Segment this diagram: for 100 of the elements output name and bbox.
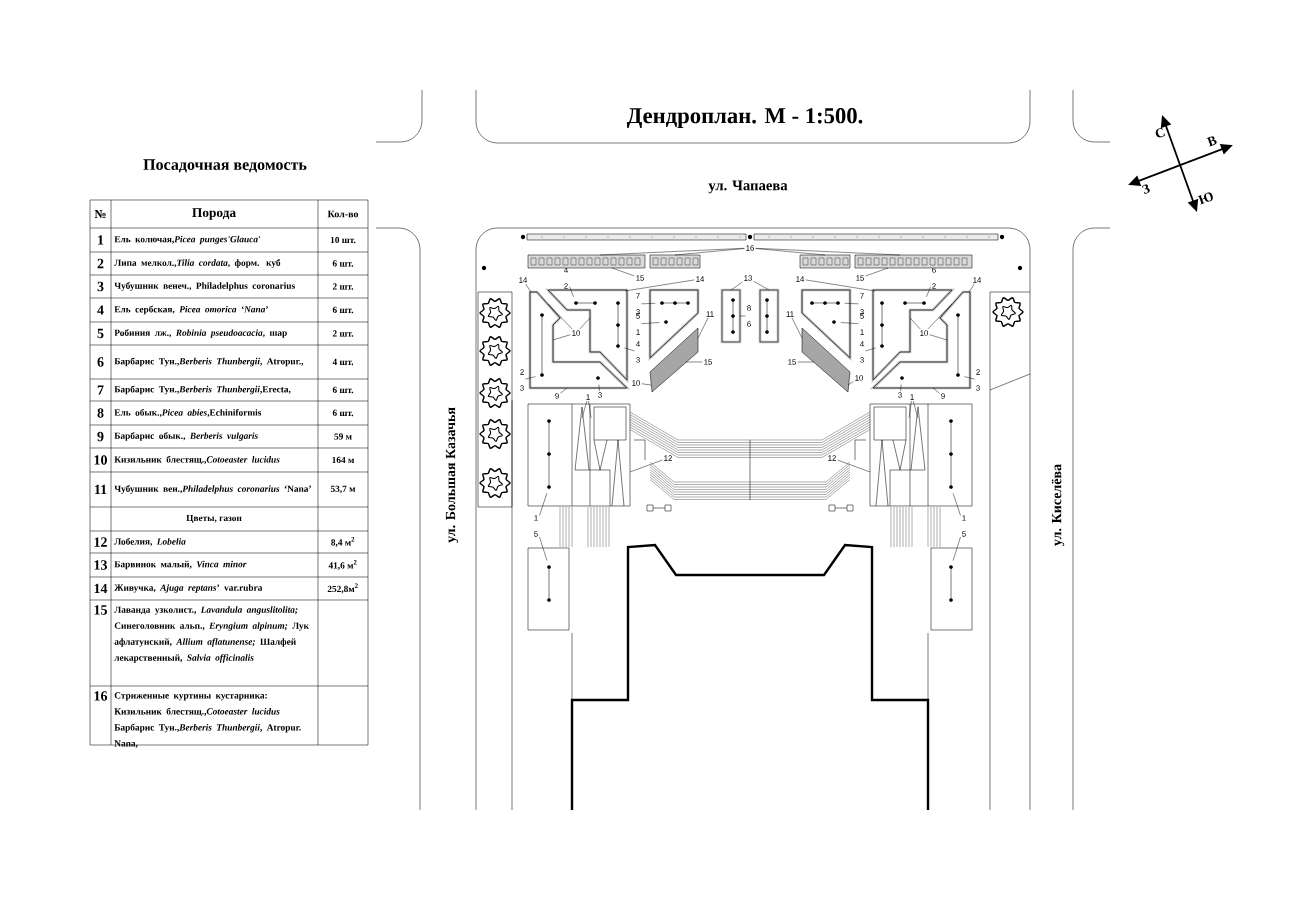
quantity: 6 шт. xyxy=(332,409,354,417)
hedge xyxy=(854,254,973,269)
species-name: Живучка, Ajuga reptans’ var.rubra xyxy=(114,584,263,593)
species-name: Робиния лж., Robinia pseudoacacia, шар xyxy=(114,329,287,338)
leader-line xyxy=(927,303,953,330)
species-name: Лаванда узколист., Lavandula anguslitolita; Синеголовник альп., Eryngium alpinum; Лук афлатунский, Allium aflatunense; Шалфей лекарственный, Salvia officinalis xyxy=(114,606,309,663)
hedge xyxy=(527,254,646,269)
leader-line xyxy=(579,317,591,330)
leader-line xyxy=(629,459,663,473)
species-name: Лобелия, Lobelia xyxy=(114,537,186,547)
terrace-block xyxy=(869,403,973,507)
compass-letter: З xyxy=(1142,184,1150,194)
quantity: 10 шт. xyxy=(330,236,356,244)
column-header: Порода xyxy=(192,208,236,220)
leader-line xyxy=(837,459,871,473)
leader-line xyxy=(844,303,859,305)
row-number: 7 xyxy=(97,385,104,395)
leader-line xyxy=(685,361,703,363)
quantity: 252,8м$^{2}$ xyxy=(327,583,358,594)
leader-line xyxy=(755,248,901,256)
quantity: 164 м xyxy=(332,456,355,464)
leader-line xyxy=(641,383,652,386)
compass-letter: С xyxy=(1155,127,1165,138)
leader-line xyxy=(730,281,743,291)
row-number: 10 xyxy=(94,455,107,465)
leader-line xyxy=(525,283,532,293)
leader-line xyxy=(926,286,931,298)
leader-line xyxy=(791,317,803,339)
quantity: 2 шт. xyxy=(332,330,354,337)
planting-bed xyxy=(528,290,631,390)
column-header: № xyxy=(94,210,106,218)
leader-line xyxy=(525,376,536,380)
species-name: Барбарис Тун.,Berberis Thunbergii,Erecta, xyxy=(114,385,291,395)
leader-line xyxy=(588,400,592,419)
quantity: 59 м xyxy=(334,433,352,440)
title: Дендроплан. М - 1:500. xyxy=(626,108,863,128)
row-number: 1 xyxy=(98,235,104,245)
row-number: 9 xyxy=(97,431,104,442)
lawn-plot xyxy=(527,547,570,631)
quantity: 8,4 м$^{2}$ xyxy=(331,537,355,547)
street-name: ул. Большая Казачья xyxy=(445,407,459,543)
leader-line xyxy=(865,267,889,277)
flower-bed xyxy=(801,327,851,393)
row-number: 12 xyxy=(94,537,107,547)
species-name: Липа мелкол.,Tilia cordata, форм. куб xyxy=(114,259,281,268)
leader-line xyxy=(611,267,635,277)
species-name: Барбарис обык., Berberis vulgaris xyxy=(114,432,258,441)
leader-line xyxy=(753,280,770,291)
row-number: 8 xyxy=(97,408,104,418)
street-name: ул. Чапаева xyxy=(708,180,788,194)
row-number: 16 xyxy=(94,691,108,701)
quantity: 2 шт. xyxy=(332,283,354,290)
leader-line xyxy=(797,361,815,363)
flower-bed xyxy=(649,327,699,393)
leader-line xyxy=(581,400,588,419)
lawn-plot xyxy=(930,547,973,631)
planting-bed xyxy=(869,290,972,390)
table-heading: Посадочная ведомость xyxy=(143,159,307,173)
leader-line xyxy=(539,493,548,516)
species-name: Чубушник венеч., Philadelphus coronarius xyxy=(114,282,295,291)
leader-line xyxy=(598,384,600,392)
species-name: Ель колючая,Picea punges'Glauca' xyxy=(114,235,260,245)
section-heading: Цветы, газон xyxy=(186,514,242,524)
leader-line xyxy=(952,493,961,516)
leader-line xyxy=(900,384,902,392)
column-header: Кол-во xyxy=(327,210,359,218)
leader-line xyxy=(674,248,745,256)
quantity: 6 шт. xyxy=(332,386,354,394)
row-number: 2 xyxy=(97,258,104,269)
row-number: 3 xyxy=(97,281,104,292)
species-name: Стриженные куртины кустарника: Кизильник блестящ.,Cotoeaster lucidus Барбарис Тун.,Berberis Thunbergii, Atropur. Nana, xyxy=(114,692,301,748)
quantity: 6 шт. xyxy=(332,260,354,267)
row-number: 5 xyxy=(97,328,104,339)
leader-line xyxy=(912,400,919,419)
leader-line xyxy=(840,322,859,324)
row-number: 15 xyxy=(94,605,107,615)
row-number: 11 xyxy=(95,484,107,495)
leader-line xyxy=(847,381,854,386)
quantity: 4 шт. xyxy=(332,358,354,366)
leader-line xyxy=(697,317,709,339)
quantity: 6 шт. xyxy=(332,306,354,314)
row-number: 13 xyxy=(94,560,108,570)
leader-line xyxy=(641,322,660,324)
species-name: Кизильник блестящ.,Cotoeaster lucidus xyxy=(114,455,280,465)
compass-letter: В xyxy=(1206,136,1217,147)
planting-bed xyxy=(720,288,742,344)
leader-line xyxy=(624,279,695,292)
row-number: 6 xyxy=(97,357,104,367)
leader-line xyxy=(569,286,574,298)
leader-line xyxy=(552,334,571,341)
terrace-block xyxy=(527,403,631,507)
leader-line xyxy=(929,334,948,341)
leader-line xyxy=(932,387,940,394)
hedge xyxy=(649,254,701,269)
leader-line xyxy=(739,315,746,317)
leader-line xyxy=(624,347,635,352)
compass-letter: Ю xyxy=(1197,192,1213,205)
species-name: Ель обык.,Picea abies,Echiniformis xyxy=(114,408,262,418)
leader-line xyxy=(547,303,573,330)
leader-line xyxy=(968,283,975,293)
